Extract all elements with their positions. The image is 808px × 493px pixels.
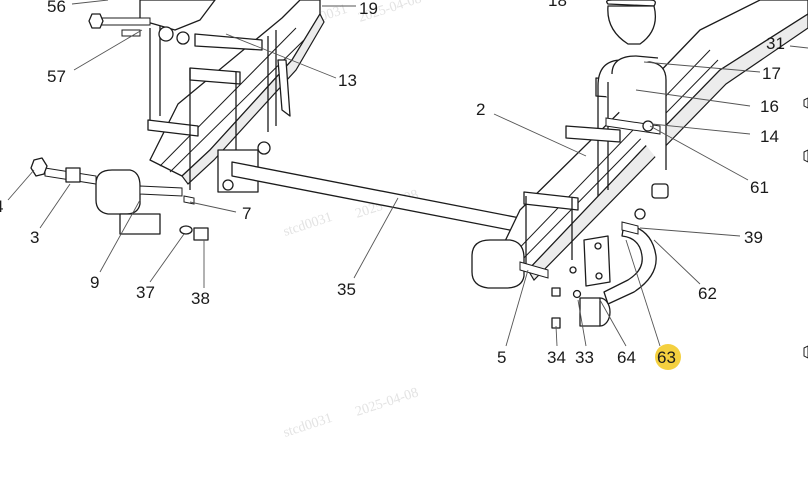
- washer-37: [179, 225, 193, 235]
- callout-33[interactable]: 33: [575, 348, 594, 367]
- u-bolt-17: [611, 55, 659, 75]
- left-leaf-spring-assembly: [30, 0, 325, 241]
- callout-39[interactable]: 39: [744, 228, 763, 247]
- right-front-eye-bushing: [471, 239, 525, 289]
- watermark-group: stcd0031 2025-04-08 stcd0031 2025-04-08 …: [282, 0, 424, 441]
- right-clamp-plate-lower: [523, 191, 579, 211]
- shackle-63: [603, 223, 657, 305]
- washer: [569, 266, 577, 274]
- callout-4[interactable]: 4: [0, 197, 3, 216]
- left-shackle-bracket: [139, 0, 216, 31]
- callout-63[interactable]: 63: [657, 348, 676, 367]
- bolt-head: [30, 157, 48, 177]
- left-pin: [139, 185, 183, 197]
- bolt-34-upper: [551, 287, 561, 297]
- stabilizer-bar: [231, 161, 526, 233]
- callout-19[interactable]: 19: [359, 0, 378, 18]
- hanger-bracket: [583, 235, 611, 287]
- nut-38: [193, 227, 209, 241]
- callout-16[interactable]: 16: [760, 97, 779, 116]
- callout-56[interactable]: 56: [47, 0, 66, 16]
- right-pin-5: [519, 261, 549, 279]
- callout-17[interactable]: 17: [762, 64, 781, 83]
- rod-13: [277, 59, 291, 117]
- washer: [65, 167, 81, 183]
- callout-61[interactable]: 61: [750, 178, 769, 197]
- left-spring-hanger: [119, 213, 161, 235]
- callout-labels[interactable]: 56 19 18 31 57 13 17 2 16 14 61 4 3 7 39…: [0, 0, 785, 367]
- left-clamp-plate-lower: [147, 119, 199, 137]
- left-u-bolt-rod: [267, 30, 277, 132]
- callout-18[interactable]: 18: [548, 0, 567, 10]
- watermark-text: stcd0031: [282, 210, 335, 240]
- callout-14[interactable]: 14: [760, 127, 779, 146]
- watermark-date: 2025-04-08: [354, 385, 421, 419]
- callout-5[interactable]: 5: [497, 348, 506, 367]
- callout-64[interactable]: 64: [617, 348, 636, 367]
- left-spring-side: [181, 12, 325, 185]
- right-spring-side: [527, 13, 808, 281]
- left-hanger-rod: [149, 22, 161, 120]
- highlight-marker: [655, 344, 681, 370]
- bump-stop: [607, 5, 657, 45]
- callout-35[interactable]: 35: [337, 280, 356, 299]
- callout-57[interactable]: 57: [47, 67, 66, 86]
- watermark-text: stcd0031: [282, 411, 335, 441]
- left-shackle-link: [194, 33, 263, 51]
- right-leaf-spring-assembly: [471, 0, 808, 359]
- left-front-eye-bushing: [95, 169, 141, 215]
- bolt-39: [634, 208, 646, 220]
- leader-lines: [7, 0, 808, 347]
- bolt-head: [88, 13, 104, 29]
- callout-34[interactable]: 34: [547, 348, 566, 367]
- nut-33: [572, 289, 582, 299]
- bushing-61: [651, 183, 669, 199]
- callout-38[interactable]: 38: [191, 289, 210, 308]
- left-shackle-bolt: [97, 17, 151, 26]
- callout-62[interactable]: 62: [698, 284, 717, 303]
- callout-2[interactable]: 2: [476, 100, 485, 119]
- bolt-34: [551, 317, 561, 329]
- callout-7[interactable]: 7: [242, 204, 251, 223]
- callout-9[interactable]: 9: [90, 273, 99, 292]
- u-bolt-16: [597, 59, 667, 170]
- left-shackle-bushing: [158, 26, 174, 42]
- stabilizer-bar-body: [231, 161, 521, 233]
- callout-37[interactable]: 37: [136, 283, 155, 302]
- callout-3[interactable]: 3: [30, 228, 39, 247]
- callout-31[interactable]: 31: [766, 34, 785, 53]
- right-clamp-plate-upper: [565, 125, 621, 143]
- callout-13[interactable]: 13: [338, 71, 357, 90]
